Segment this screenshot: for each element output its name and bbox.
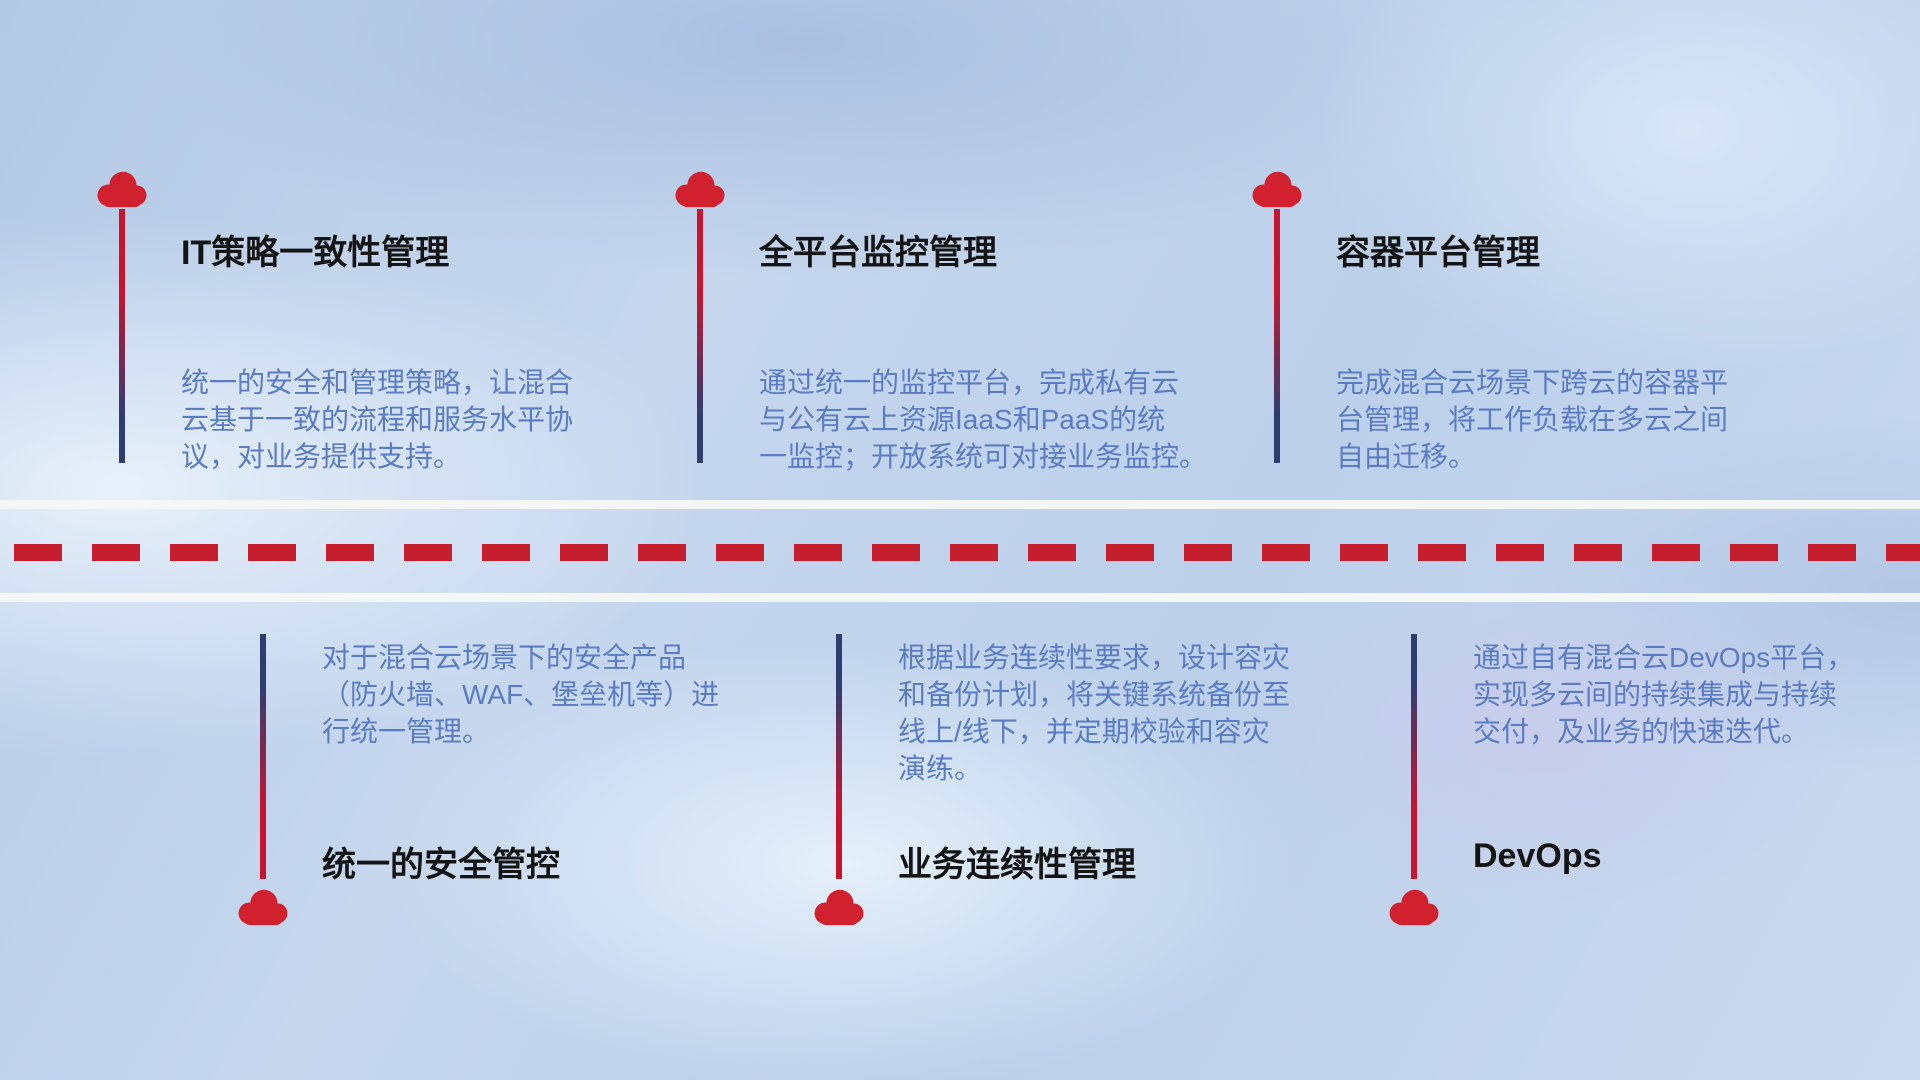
cloud-icon (814, 889, 864, 926)
cloud-icon (97, 171, 147, 208)
road-dashed-line (14, 544, 1920, 561)
cloud-icon (675, 171, 725, 208)
timeline-pole (1274, 209, 1280, 463)
cloud-icon (238, 889, 288, 926)
road-line-top (0, 500, 1920, 509)
feature-title: 业务连续性管理 (898, 846, 1136, 884)
cloud-icon (1252, 171, 1302, 208)
cloud-icon (1389, 889, 1439, 926)
timeline-pole (119, 209, 125, 463)
feature-description: 统一的安全和管理策略，让混合 云基于一致的流程和服务水平协 议，对业务提供支持。 (181, 367, 574, 472)
feature-title: 统一的安全管控 (322, 846, 560, 884)
feature-description: 完成混合云场景下跨云的容器平 台管理，将工作负载在多云之间 自由迁移。 (1336, 367, 1729, 472)
road-line-bottom (0, 593, 1920, 602)
feature-description: 对于混合云场景下的安全产品 （防火墙、WAF、堡垒机等）进 行统一管理。 (322, 642, 720, 747)
feature-title: 容器平台管理 (1336, 234, 1540, 272)
feature-description: 根据业务连续性要求，设计容灾 和备份计划，将关键系统备份至 线上/线下，并定期校… (898, 642, 1291, 784)
feature-description: 通过统一的监控平台，完成私有云 与公有云上资源IaaS和PaaS的统 一监控；开… (759, 367, 1208, 472)
timeline-pole (1411, 634, 1417, 879)
feature-title: DevOps (1473, 837, 1602, 875)
feature-title: 全平台监控管理 (759, 234, 997, 272)
timeline-pole (697, 209, 703, 463)
timeline-pole (836, 634, 842, 879)
timeline-pole (260, 634, 266, 879)
feature-title: IT策略一致性管理 (181, 234, 450, 272)
feature-description: 通过自有混合云DevOps平台， 实现多云间的持续集成与持续 交付，及业务的快速… (1473, 642, 1855, 747)
